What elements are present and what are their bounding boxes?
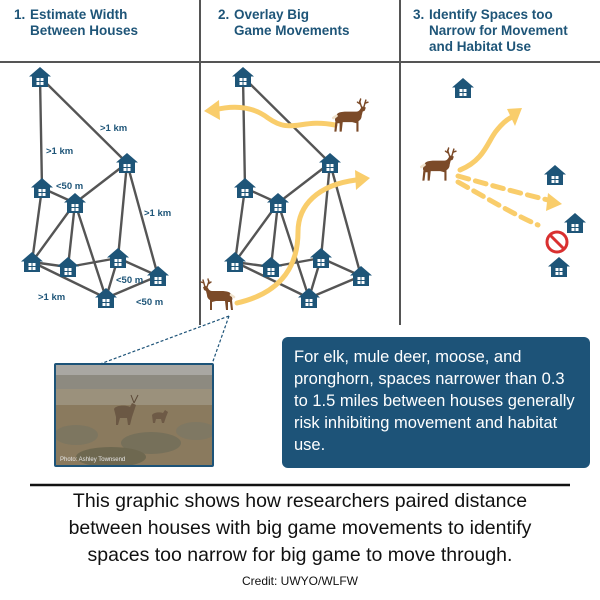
deer-icon [200,278,236,312]
movement-arrow-dashed [455,179,541,228]
distance-label: <50 m [116,275,143,286]
caption: This graphic shows how researchers paire… [68,490,532,566]
deer-icon [331,98,369,133]
distance-label: <50 m [56,181,83,192]
house-icon [29,67,51,87]
wildlife-photo: Photo: Ashley Townsend [54,363,214,467]
credit: Credit: UWYO/WLFW [242,574,358,588]
house-icon [57,257,79,277]
house-icon [147,266,169,286]
connector-line [99,315,230,365]
photo-credit: Photo: Ashley Townsend [60,457,126,463]
deer-icon [419,147,457,182]
distance-label: <50 m [136,297,163,308]
distance-label: >1 km [46,146,73,157]
house-icon [31,178,53,198]
panel-1-network [30,75,160,300]
house-icon [452,78,474,98]
distance-label: >1 km [38,292,65,303]
house-icon [107,248,129,268]
arrow-head [204,100,220,120]
no-entry-icon [545,230,569,254]
arrow-head [355,170,370,190]
house-icon [234,178,256,198]
movement-arrow [457,114,515,173]
movement-arrow [211,104,338,129]
photo-image [56,365,212,465]
house-icon [224,252,246,272]
arrow-head [507,108,522,126]
arrow-head [546,193,562,211]
info-box: For elk, mule deer, moose, and pronghorn… [282,337,590,468]
house-icon [350,266,372,286]
house-icon [544,165,566,185]
house-icon [232,67,254,87]
house-icon [95,288,117,308]
distance-labels: >1 km >1 km <50 m >1 km <50 m >1 km <50 … [38,123,171,308]
house-icon [260,257,282,277]
house-icon [298,288,320,308]
house-icon [548,257,570,277]
distance-label: >1 km [100,123,127,134]
house-icon [21,252,43,272]
connector-line [211,315,230,365]
distance-label: >1 km [144,208,171,219]
house-icon [564,213,586,233]
movement-arrow [234,177,359,306]
movement-arrow-dashed [455,173,551,203]
house-icon [310,248,332,268]
